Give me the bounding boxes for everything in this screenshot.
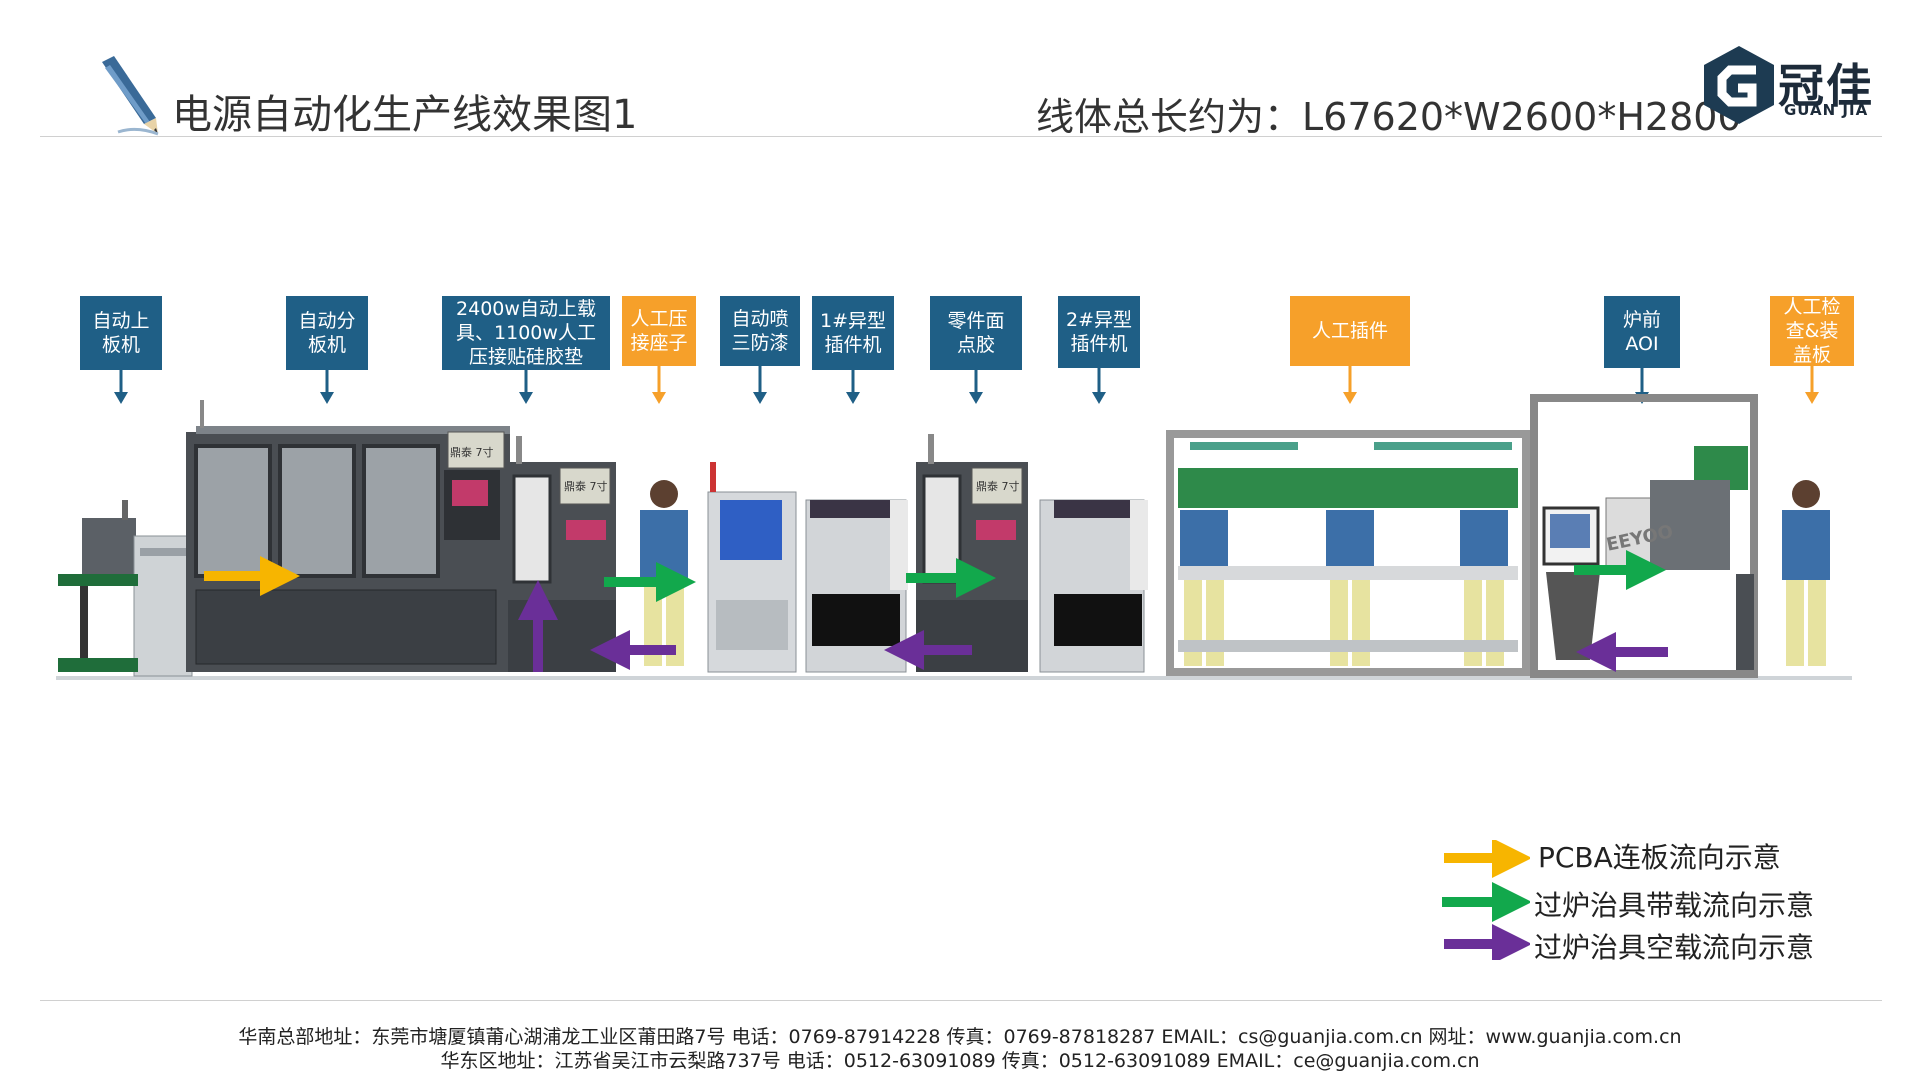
station-pointer-head-5: [753, 392, 767, 404]
station-pointer-head-11: [1805, 392, 1819, 404]
legend-loaded-jig: 过炉治具带载流向示意: [1534, 889, 1815, 922]
machine-depaneling: [186, 400, 510, 672]
legend-pcba: PCBA连板流向示意: [1538, 841, 1781, 874]
station-pointer-head-2: [320, 392, 334, 404]
logo-text-en: GUAN JIA: [1784, 101, 1869, 119]
manual-insertion-line: [1166, 430, 1530, 676]
page-title: 电源自动化生产线效果图1: [172, 92, 638, 138]
station-label-7: 零件面点胶: [930, 296, 1022, 370]
station-label-4: 人工压接座子: [622, 296, 696, 366]
station-label-5: 自动喷三防漆: [720, 296, 800, 366]
machine-conformal-coating: [707, 462, 797, 673]
guanjia-logo-icon: [1704, 46, 1774, 124]
logo-text-cn: 冠佳: [1778, 59, 1874, 113]
station-pointer-head-8: [1092, 392, 1106, 404]
footer-divider: [40, 1000, 1882, 1001]
station-pointer-head-4: [652, 392, 666, 404]
station-pointer-head-3: [519, 392, 533, 404]
station-label-1: 自动上板机: [80, 296, 162, 370]
line-dimensions: 线体总长约为：L67620*W2600*H2800: [1036, 95, 1742, 139]
legend-empty-jig: 过炉治具空载流向示意: [1534, 931, 1815, 964]
footer-line-1: 华南总部地址：东莞市塘厦镇莆心湖浦龙工业区莆田路7号 电话：0769-87914…: [238, 1026, 1682, 1048]
operator-5: [1782, 480, 1830, 666]
screen-c-text: 鼎泰 7寸: [976, 480, 1020, 493]
machine-insertion-2: [1039, 499, 1148, 673]
station-label-3: 2400w自动上载具、1100w人工压接贴硅胶垫: [442, 296, 610, 370]
station-pointer-head-7: [969, 392, 983, 404]
screen-b-text: 鼎泰 7寸: [564, 480, 608, 493]
floor-line: [56, 676, 1852, 680]
station-label-11: 人工检查&装盖板: [1770, 296, 1854, 366]
machine-auto-loader: [58, 500, 193, 677]
machine-aoi: [1530, 394, 1758, 678]
pencil-icon: [102, 56, 159, 136]
station-label-8: 2#异型插件机: [1058, 296, 1140, 368]
machine-dispensing: [916, 434, 1028, 672]
station-pointer-head-1: [114, 392, 128, 404]
footer-line-2: 华东区地址：江苏省吴江市云梨路737号 电话：0512-63091089 传真：…: [440, 1050, 1480, 1072]
legend-arrows: [1442, 840, 1530, 960]
station-label-2: 自动分板机: [286, 296, 368, 370]
station-pointer-head-6: [846, 392, 860, 404]
station-pointer-head-9: [1343, 392, 1357, 404]
machine-insertion-1: [805, 499, 908, 673]
station-label-6: 1#异型插件机: [812, 296, 894, 370]
header-divider: [40, 136, 1882, 137]
station-label-9: 人工插件: [1290, 296, 1410, 366]
screen-a-text: 鼎泰 7寸: [450, 446, 494, 459]
